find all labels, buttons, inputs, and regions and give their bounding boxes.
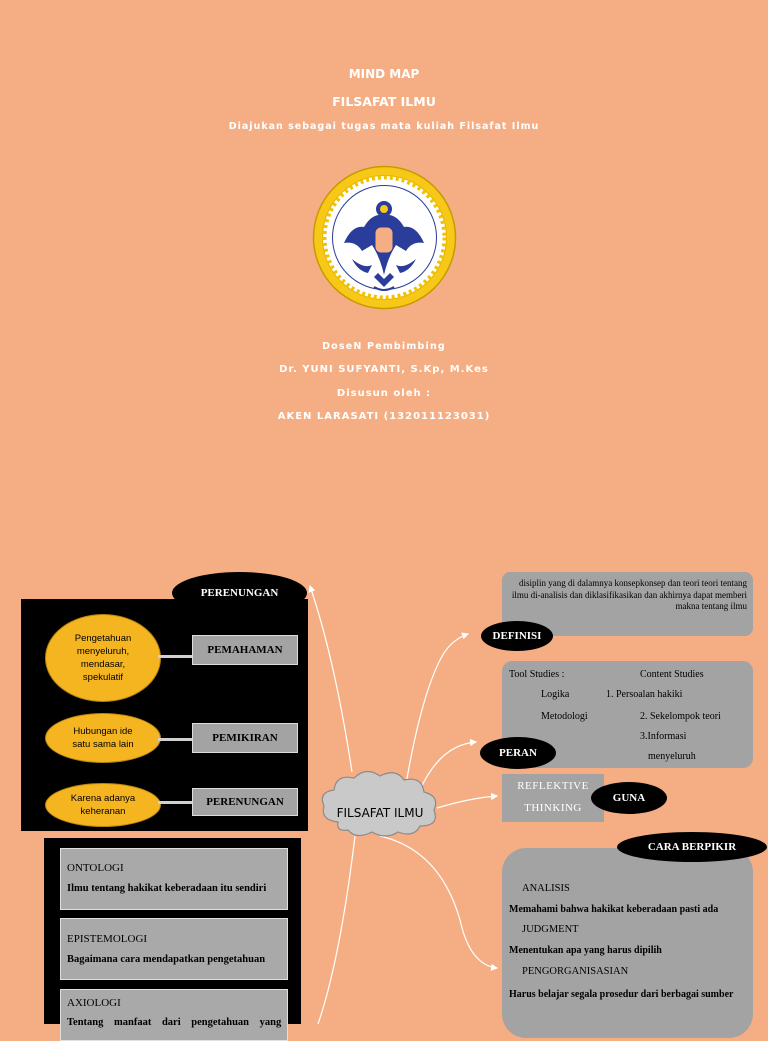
guna-box: REFLEKTIVE THINKING [502,774,604,822]
ellipse-pengetahuan: Pengetahuan menyeluruh, mendasar, spekul… [45,614,161,702]
tool-studies-title: Tool Studies : [509,669,565,680]
ellipse-hubungan-text: Hubungan ide satu sama lain [72,726,134,750]
label-pemahaman: PEMAHAMAN [192,635,298,665]
tool-item-logika: Logika [541,689,570,700]
cara-text-analisis: Memahami bahwa hakikat keberadaan pasti … [509,904,719,915]
cara-heading-pengorganisasian: PENGORGANISASIAN [522,966,629,977]
label-pemikiran: PEMIKIRAN [192,723,298,753]
content-item-1: 1. Persoalan hakiki [606,689,683,700]
guna-line2: THINKING [524,802,582,814]
cover-dosen-name: Dr. YUNI SUFYANTI, S.Kp, M.Kes [279,364,489,375]
label-perenungan: PERENUNGAN [192,788,298,816]
cover-disusun-label: Disusun oleh : [336,388,432,399]
box-ontologi: ONTOLOGI Ilmu tentang hakikat keberadaan… [60,848,288,910]
content-item-3-cont: menyeluruh [648,751,696,762]
content-item-2: 2. Sekelompok teori [640,711,721,722]
cara-text-judgment: Menentukan apa yang harus dipilih [509,945,662,956]
box-epistemologi: EPISTEMOLOGI Bagaimana cara mendapatkan … [60,918,288,980]
cover-dosen-label: DoseN Pembimbing [322,341,446,352]
cara-heading-judgment: JUDGMENT [522,924,579,935]
guna-node: GUNA [591,782,667,814]
definisi-box: disiplin yang di dalamnya konsepkonsep d… [502,572,753,636]
ellipse-keheranan-text: Karena adanya keheranan [70,793,136,817]
cara-text-pengorganisasian: Harus belajar segala prosedur dari berba… [509,989,734,1000]
cara-berpikir-box: ANALISIS Memahami bahwa hakikat keberada… [502,848,753,1038]
content-studies-title: Content Studies [640,669,704,680]
ellipse-pengetahuan-text: Pengetahuan menyeluruh, mendasar, spekul… [74,633,132,683]
definisi-node: DEFINISI [481,621,553,651]
connector-line [158,801,194,804]
ellipse-keheranan: Karena adanya keheranan [45,783,161,827]
cover-author: AKEN LARASATI (132011123031) [277,411,491,422]
axiologi-title: AXIOLOGI [67,997,121,1009]
center-cloud-shape [321,770,437,837]
content-item-3: 3.Informasi [640,731,687,742]
axiologi-text: Tentang manfaat dari pengetahuan yang [67,1017,282,1028]
university-logo-icon [312,165,457,310]
definisi-text: disiplin yang di dalamnya konsepkonsep d… [511,578,747,611]
ellipse-hubungan-ide: Hubungan ide satu sama lain [45,713,161,763]
epistemologi-text: Bagaimana cara mendapatkan pengetahuan [67,954,266,965]
peran-box: Tool Studies : Content Studies Logika Me… [502,661,753,768]
connector-line [158,738,194,741]
ontologi-text: Ilmu tentang hakikat keberadaan itu send… [67,883,267,894]
cover-subtitle: Diajukan sebagai tugas mata kuliah Filsa… [228,121,540,132]
epistemologi-title: EPISTEMOLOGI [67,933,148,945]
cover-title-mind-map: MIND MAP [348,67,420,81]
guna-line1: REFLEKTIVE [517,780,589,792]
tool-item-metodologi: Metodologi [541,711,588,722]
ontologi-title: ONTOLOGI [67,862,124,874]
perenungan-node: PERENUNGAN [172,572,307,614]
cara-heading-analisis: ANALISIS [522,883,570,894]
cover-title-filsafat: FILSAFAT ILMU [332,94,436,109]
connector-line [158,655,194,658]
cara-berpikir-node: CARA BERPIKIR [617,832,767,862]
center-node-label: FILSAFAT ILMU [336,806,424,820]
peran-node: PERAN [480,737,556,769]
box-axiologi: AXIOLOGI Tentang manfaat dari pengetahua… [60,989,288,1041]
